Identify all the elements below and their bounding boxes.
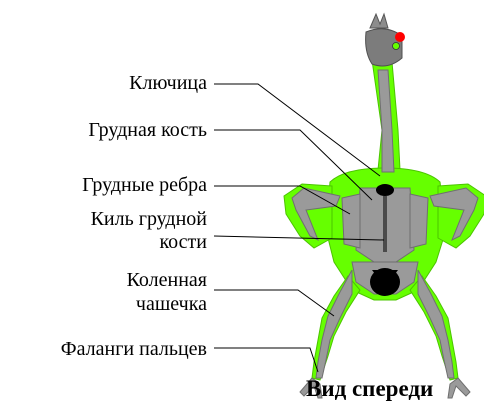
label-patella-line2: чашечка <box>136 293 207 315</box>
label-clavicle: Ключица <box>129 72 207 94</box>
head <box>366 14 405 66</box>
label-phalanges: Фаланги пальцев <box>61 338 207 360</box>
label-sternum: Грудная кость <box>88 119 207 141</box>
label-keel-line2: кости <box>159 231 207 253</box>
view-caption: Вид спереди <box>306 376 433 402</box>
label-ribs: Грудные ребра <box>82 174 207 196</box>
label-patella-line1: Коленная <box>127 269 207 291</box>
label-keel-line1: Киль грудной <box>91 208 207 230</box>
crest <box>395 32 405 42</box>
